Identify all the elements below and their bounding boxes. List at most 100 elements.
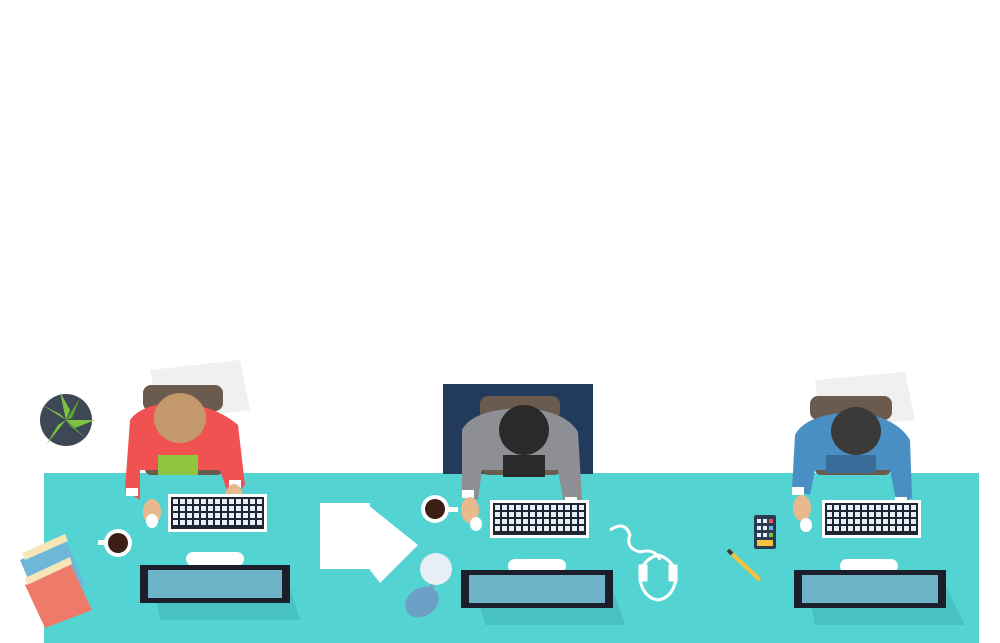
- keyboard-key: [509, 519, 514, 524]
- keyboard-key: [222, 499, 227, 504]
- keyboard-key: [222, 520, 227, 525]
- keyboard-key: [897, 526, 902, 531]
- coffee-cup-middle: [421, 495, 458, 523]
- keyboard-key: [194, 513, 199, 518]
- keyboard-key: [516, 519, 521, 524]
- keyboard-key: [502, 512, 507, 517]
- keyboard-key: [537, 512, 542, 517]
- keyboard-key: [523, 526, 528, 531]
- keyboard-key: [869, 519, 874, 524]
- keyboard-key: [530, 505, 535, 510]
- keyboard-key: [544, 519, 549, 524]
- keyboard-key: [855, 512, 860, 517]
- keyboard-key: [495, 519, 500, 524]
- keyboard-key: [215, 520, 220, 525]
- keyboard-key: [897, 519, 902, 524]
- keyboard-key: [523, 505, 528, 510]
- keyboard-key: [187, 506, 192, 511]
- keyboard-key: [250, 506, 255, 511]
- keyboard-key: [495, 512, 500, 517]
- keyboard-key: [572, 512, 577, 517]
- keyboard-key: [862, 512, 867, 517]
- keyboard-key: [834, 512, 839, 517]
- keyboard-key: [257, 506, 262, 511]
- mouse-right: [800, 518, 812, 532]
- keyboard-key: [841, 505, 846, 510]
- keyboard-key: [876, 526, 881, 531]
- keyboard-key: [848, 512, 853, 517]
- keyboard-key: [516, 512, 521, 517]
- keyboard-key: [855, 519, 860, 524]
- keyboard-key: [579, 505, 584, 510]
- keyboard-key: [876, 505, 881, 510]
- keyboard-key: [883, 519, 888, 524]
- keyboard-key: [869, 526, 874, 531]
- pencil: [726, 548, 762, 582]
- keyboard-key: [890, 526, 895, 531]
- keyboard-key: [904, 526, 909, 531]
- keyboard-key: [180, 499, 185, 504]
- keyboard-key: [558, 505, 563, 510]
- keyboard-key: [904, 505, 909, 510]
- keyboard-key: [883, 526, 888, 531]
- keyboard-key: [201, 513, 206, 518]
- keyboard-key: [572, 526, 577, 531]
- keyboard-key: [180, 506, 185, 511]
- keyboard-key: [229, 513, 234, 518]
- keyboard-key: [243, 520, 248, 525]
- keyboard-key: [579, 526, 584, 531]
- keyboard-key: [208, 506, 213, 511]
- keyboard-key: [257, 520, 262, 525]
- keyboard-key: [841, 512, 846, 517]
- workstation-right: [792, 372, 965, 625]
- keyboard-key: [530, 512, 535, 517]
- hair-right: [831, 407, 881, 455]
- keyboard-key: [876, 512, 881, 517]
- keyboard-key: [911, 526, 916, 531]
- keyboard-key: [544, 512, 549, 517]
- keyboard-key: [904, 512, 909, 517]
- keyboard-key: [180, 520, 185, 525]
- keyboard-key: [530, 526, 535, 531]
- keyboard-key: [862, 526, 867, 531]
- keyboard-key: [911, 519, 916, 524]
- hair-middle: [499, 405, 549, 455]
- keyboard-key: [222, 513, 227, 518]
- keyboard-key: [208, 513, 213, 518]
- keyboard-key: [862, 519, 867, 524]
- keyboard-key: [208, 499, 213, 504]
- keyboard-key: [257, 513, 262, 518]
- keyboard-key: [201, 520, 206, 525]
- keyboard-key: [180, 513, 185, 518]
- keyboard-key: [827, 512, 832, 517]
- keyboard-key: [551, 505, 556, 510]
- workstation-middle: [421, 396, 625, 625]
- mouse-left: [146, 514, 158, 528]
- keyboard-key: [558, 526, 563, 531]
- keyboard-key: [516, 505, 521, 510]
- desk-lamp: [405, 553, 452, 618]
- keyboard-keys: [173, 499, 916, 531]
- keyboard-key: [876, 519, 881, 524]
- keyboard-key: [537, 519, 542, 524]
- keyboard-key: [572, 505, 577, 510]
- keyboard-key: [201, 506, 206, 511]
- keyboard-key: [516, 526, 521, 531]
- keyboard-key: [243, 506, 248, 511]
- keyboard-key: [883, 512, 888, 517]
- keyboard-key: [827, 505, 832, 510]
- keyboard-key: [537, 526, 542, 531]
- keyboard-key: [208, 520, 213, 525]
- keyboard-key: [565, 512, 570, 517]
- keyboard-key: [173, 513, 178, 518]
- keyboard-key: [862, 505, 867, 510]
- keyboard-key: [544, 526, 549, 531]
- keyboard-key: [883, 505, 888, 510]
- keyboard-key: [855, 505, 860, 510]
- keyboard-key: [855, 526, 860, 531]
- coffee-cup-left: [98, 529, 132, 557]
- keyboard-key: [194, 499, 199, 504]
- keyboard-key: [827, 519, 832, 524]
- keyboard-key: [236, 499, 241, 504]
- keyboard-key: [509, 526, 514, 531]
